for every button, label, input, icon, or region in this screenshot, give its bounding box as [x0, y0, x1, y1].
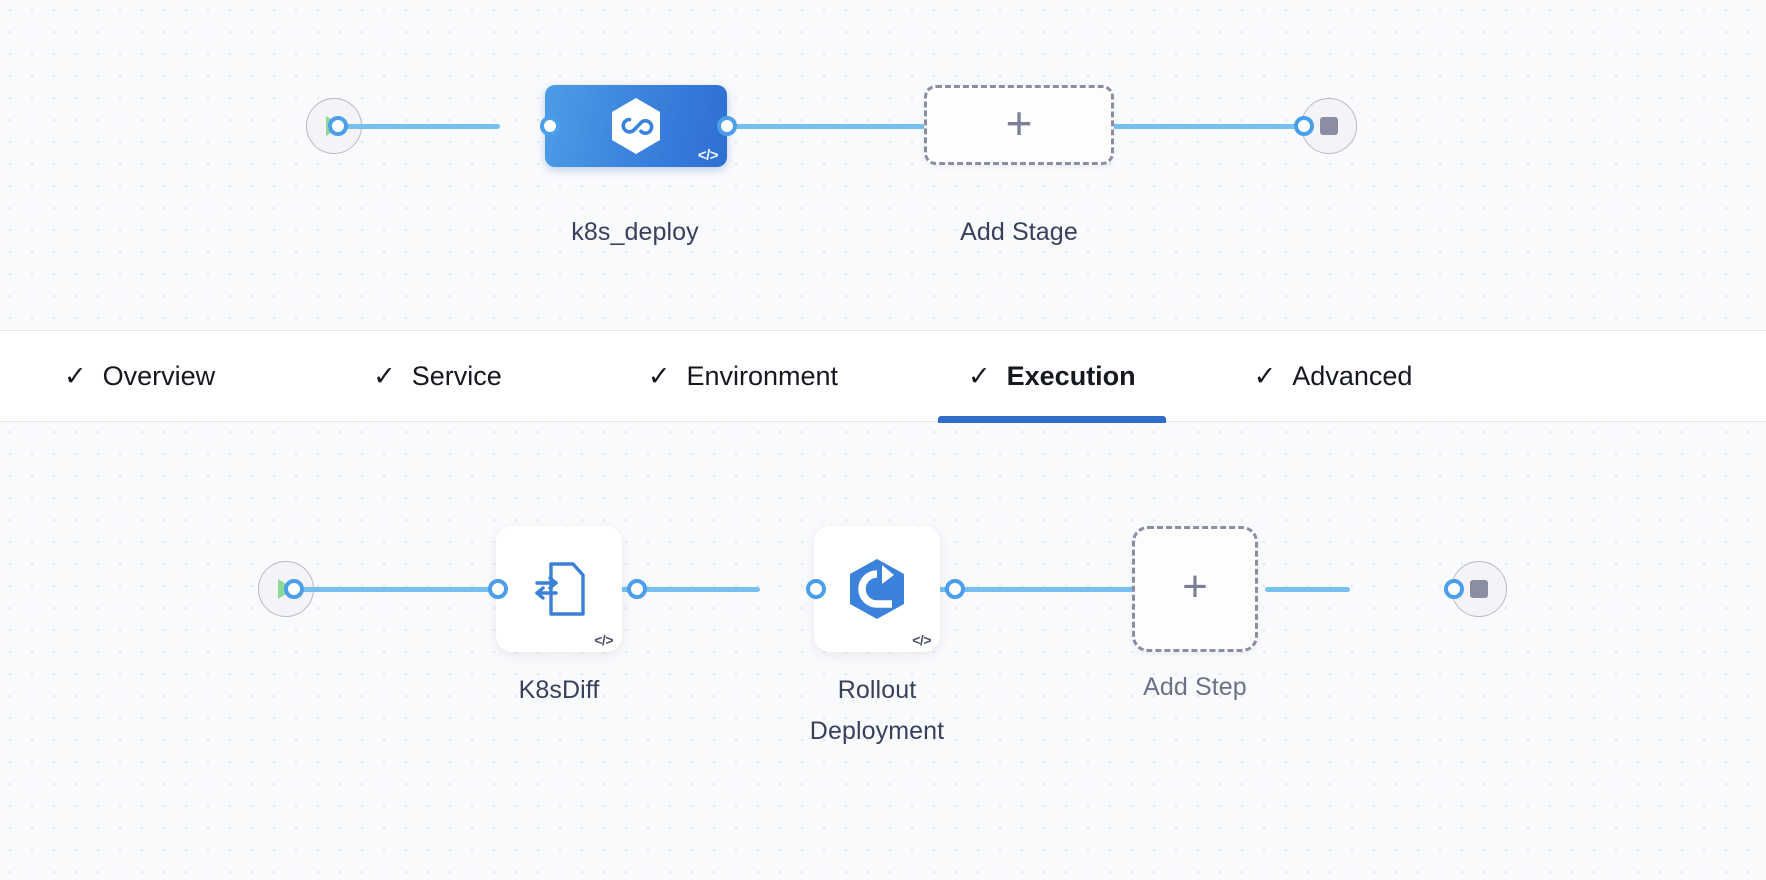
add-stage-button[interactable]: + [924, 85, 1114, 165]
port-exec-end-in[interactable] [1444, 579, 1464, 599]
check-icon: ✓ [647, 360, 671, 391]
stage-node-k8s-deploy[interactable]: </> [545, 85, 727, 167]
stages-canvas[interactable]: </> k8s_deploy + Add Stage [0, 0, 1766, 330]
add-step-label: Add Step [1143, 673, 1247, 701]
link-k8sdiff-to-rollout [570, 587, 760, 592]
execution-steps-canvas[interactable]: </> K8sDiff </> Rollout Deployment + Add… [0, 422, 1766, 880]
k8s-diff-document-icon [535, 562, 585, 616]
check-icon: ✓ [64, 360, 87, 391]
tab-overview[interactable]: ✓ Overview [30, 330, 249, 422]
port-k8sdiff-out[interactable] [627, 579, 647, 599]
tab-overview-label: Overview [102, 360, 216, 391]
stop-icon [1470, 580, 1488, 598]
add-stage-label: Add Stage [960, 218, 1078, 246]
tab-advanced-label: Advanced [1292, 360, 1413, 391]
tab-execution[interactable]: ✓ Execution [934, 330, 1170, 423]
link-add-stage-to-end [1110, 124, 1305, 129]
step-code-badge: </> [594, 632, 613, 648]
tab-environment-label: Environment [686, 360, 839, 391]
step-label-k8sdiff: K8sDiff [518, 676, 600, 704]
link-add-step-to-end [1265, 587, 1350, 592]
tab-service-label: Service [411, 360, 502, 391]
port-start-out[interactable] [328, 116, 348, 136]
check-icon: ✓ [373, 360, 396, 391]
step-label-rollout-deployment: Rollout Deployment [809, 676, 945, 745]
add-step-button[interactable]: + [1132, 526, 1258, 652]
port-rollout-in[interactable] [806, 579, 826, 599]
step-node-rollout-deployment[interactable]: </> [814, 526, 940, 652]
tab-service[interactable]: ✓ Service [339, 330, 536, 422]
tab-advanced[interactable]: ✓ Advanced [1220, 330, 1447, 422]
harness-cd-hexagon-icon [612, 98, 660, 154]
step-code-badge: </> [912, 632, 931, 648]
rollout-hexagon-icon [850, 559, 904, 619]
stage-code-badge: </> [697, 147, 719, 164]
check-icon: ✓ [968, 360, 991, 391]
plus-icon: + [1182, 562, 1208, 611]
link-rollout-to-add-step [850, 587, 1140, 592]
stop-icon [1320, 117, 1338, 135]
check-icon: ✓ [1253, 360, 1277, 391]
tab-environment[interactable]: ✓ Environment [614, 330, 872, 422]
link-k8s-deploy-to-add-stage [660, 124, 925, 129]
stage-label-k8s-deploy: k8s_deploy [571, 218, 699, 246]
port-rollout-out[interactable] [945, 579, 965, 599]
stage-settings-tabbar[interactable]: ✓ Overview ✓ Service ✓ Environment ✓ Exe… [0, 330, 1766, 423]
port-k8s-deploy-out[interactable] [717, 116, 737, 136]
link-start-to-k8s-deploy [335, 124, 500, 129]
step-node-k8sdiff[interactable]: </> [496, 526, 622, 652]
port-k8s-deploy-in[interactable] [540, 116, 560, 136]
plus-icon: + [1005, 97, 1033, 149]
tab-execution-label: Execution [1006, 360, 1136, 391]
port-k8sdiff-in[interactable] [488, 579, 508, 599]
port-exec-start-out[interactable] [284, 579, 304, 599]
link-start-to-k8sdiff [292, 587, 492, 592]
port-end-in[interactable] [1294, 116, 1314, 136]
